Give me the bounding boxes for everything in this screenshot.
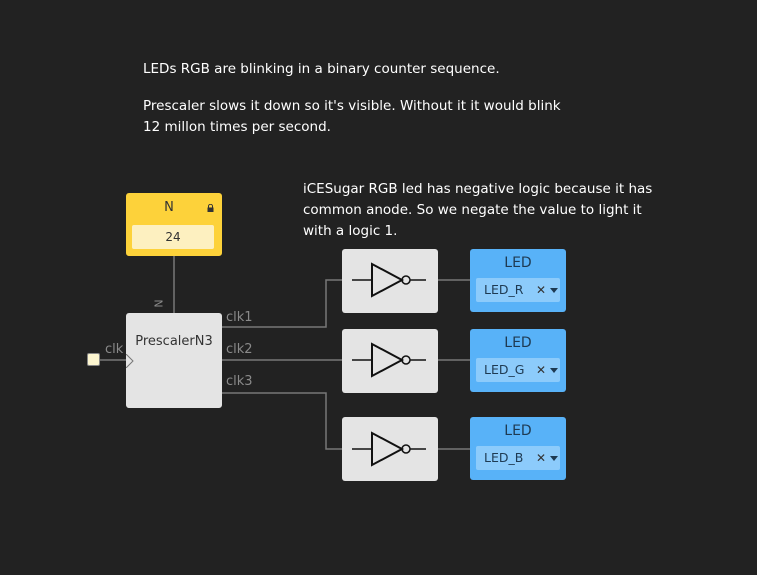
chevron-down-icon[interactable] — [550, 368, 558, 373]
led-g-pin-select[interactable]: LED_G ✕ — [476, 358, 560, 382]
not-gate-icon — [352, 262, 426, 298]
clock-input-triangle — [126, 354, 134, 368]
led-pin-value: LED_B — [484, 450, 524, 465]
led-pin-value: LED_R — [484, 282, 524, 297]
note-negative-logic-line1: iCESugar RGB led has negative logic beca… — [303, 181, 653, 197]
constant-value[interactable]: 24 — [132, 225, 214, 249]
note-prescaler-line1: Prescaler slows it down so it's visible.… — [143, 98, 561, 114]
clear-icon[interactable]: ✕ — [536, 283, 547, 297]
prescaler-param-n-label: N — [152, 299, 166, 308]
wire-clk1 — [222, 279, 342, 328]
led-b-pin-select[interactable]: LED_B ✕ — [476, 446, 560, 470]
not-gate-icon — [352, 431, 426, 467]
note-negative-logic-line2: common anode. So we negate the value to … — [303, 202, 642, 218]
led-b-block[interactable]: LED LED_B ✕ — [470, 417, 566, 480]
clear-icon[interactable]: ✕ — [536, 363, 547, 377]
note-prescaler-line2: 12 millon times per second. — [143, 119, 331, 135]
clk-input-pin[interactable] — [87, 353, 100, 366]
prescaler-output-clk1-label: clk1 — [226, 310, 253, 325]
lock-icon — [207, 204, 214, 212]
prescaler-output-clk3-label: clk3 — [226, 374, 253, 389]
clear-icon[interactable]: ✕ — [536, 451, 547, 465]
not-gate-icon — [352, 342, 426, 378]
chevron-down-icon[interactable] — [550, 456, 558, 461]
prescaler-output-clk2-label: clk2 — [226, 342, 253, 357]
constant-n-block[interactable]: N 24 — [126, 193, 222, 256]
led-title: LED — [504, 335, 532, 351]
led-g-block[interactable]: LED LED_G ✕ — [470, 329, 566, 392]
not-gate-r[interactable] — [342, 249, 438, 313]
prescaler-title: PrescalerN3 — [135, 334, 213, 349]
note-binary-counter: LEDs RGB are blinking in a binary counte… — [143, 61, 500, 77]
not-gate-g[interactable] — [342, 329, 438, 393]
led-r-pin-select[interactable]: LED_R ✕ — [476, 278, 560, 302]
wire-clk3 — [222, 392, 342, 450]
chevron-down-icon[interactable] — [550, 288, 558, 293]
note-negative-logic-line3: with a logic 1. — [303, 223, 398, 239]
led-r-block[interactable]: LED LED_R ✕ — [470, 249, 566, 312]
prescaler-block[interactable]: PrescalerN3 — [126, 313, 222, 408]
led-title: LED — [504, 255, 532, 271]
prescaler-input-clk-label: clk — [105, 342, 124, 357]
led-title: LED — [504, 423, 532, 439]
led-pin-value: LED_G — [484, 362, 525, 377]
constant-name: N — [164, 200, 174, 215]
not-gate-b[interactable] — [342, 417, 438, 481]
